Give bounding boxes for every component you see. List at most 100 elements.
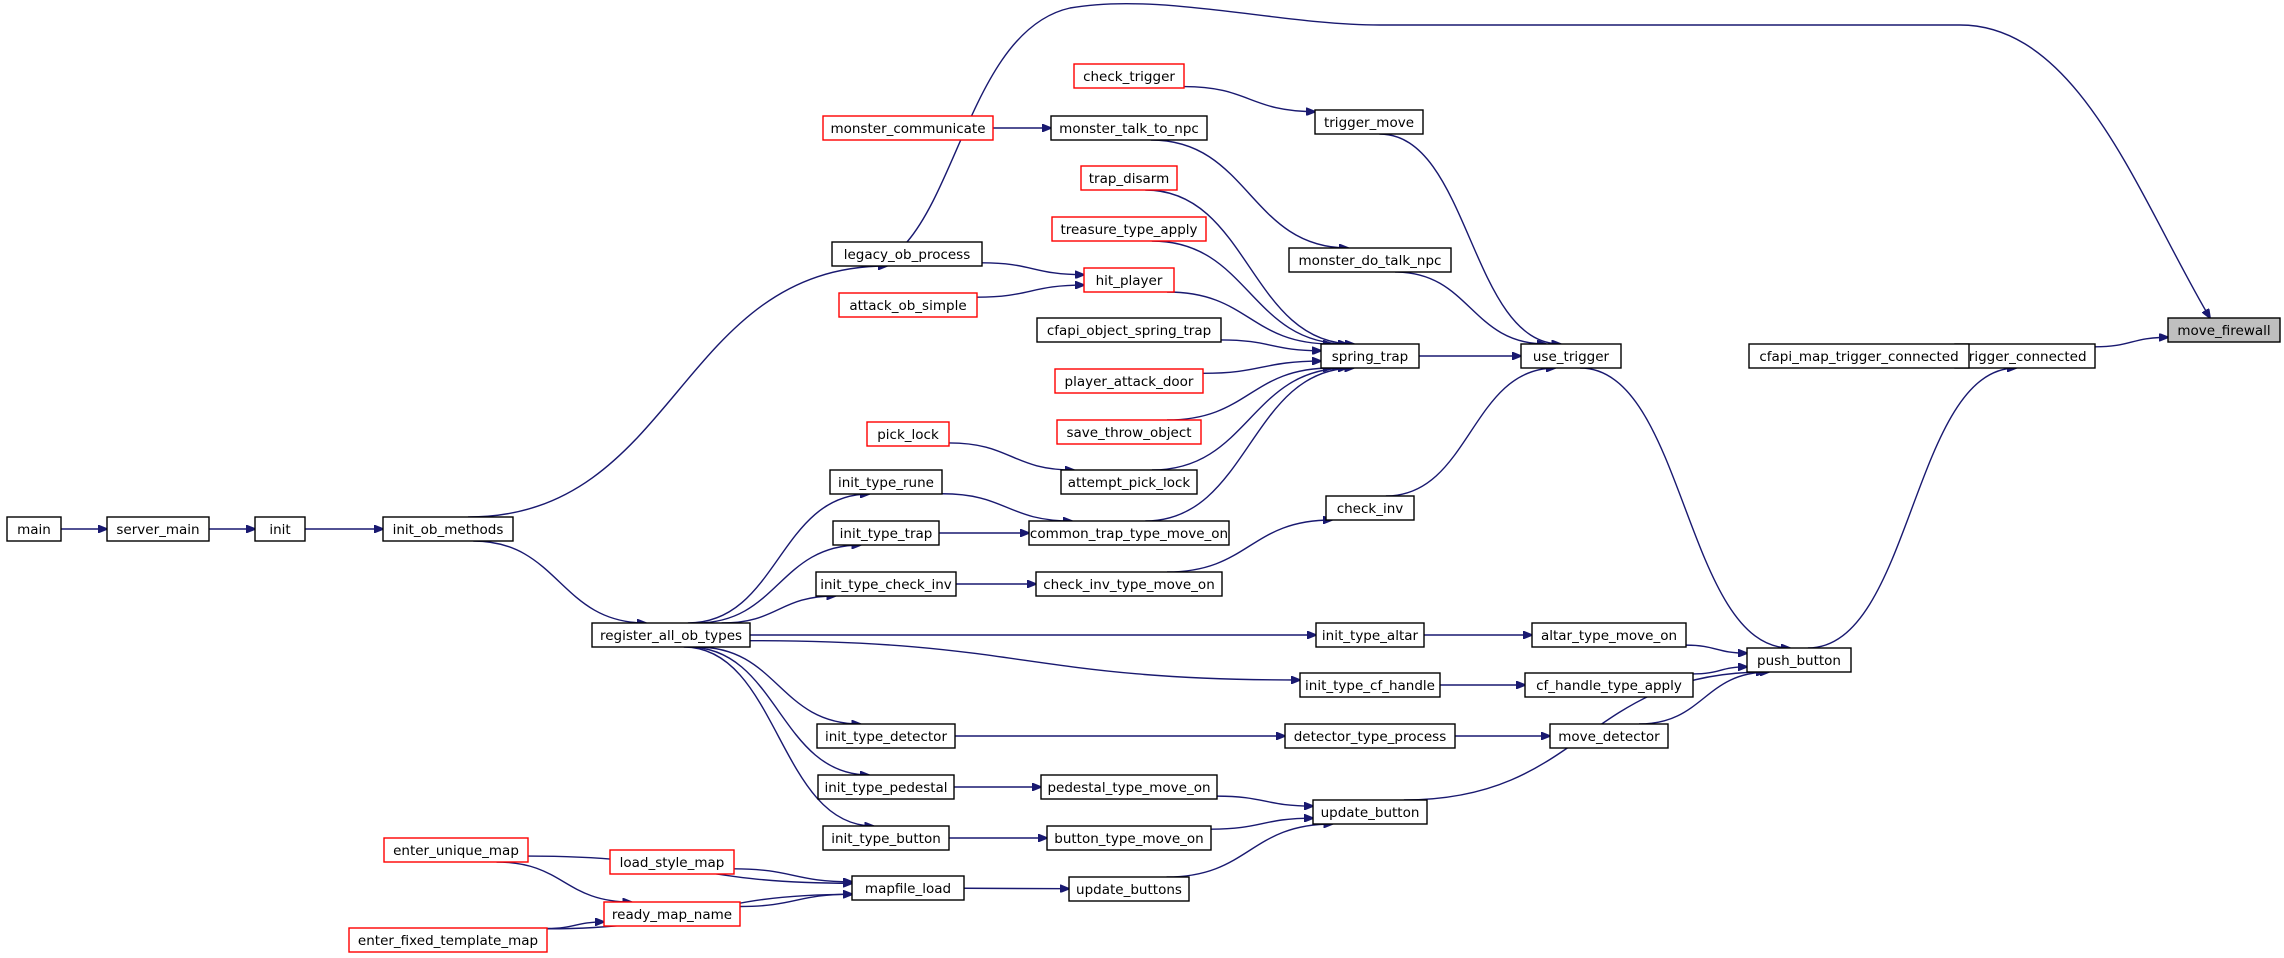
node-use_trigger[interactable]: use_trigger	[1520, 343, 1622, 369]
node-cf_handle_type_apply[interactable]: cf_handle_type_apply	[1524, 672, 1694, 698]
edge-button_type_move_on-to-update_button	[1210, 818, 1313, 830]
node-monster_do_talk_npc[interactable]: monster_do_talk_npc	[1288, 247, 1452, 273]
node-monster_communicate[interactable]: monster_communicate	[822, 115, 994, 141]
node-mapfile_load[interactable]: mapfile_load	[851, 875, 965, 901]
edge-update_buttons-to-update_button	[1166, 824, 1333, 878]
node-cfapi_map_trigger_connected[interactable]: cfapi_map_trigger_connected	[1748, 343, 1970, 369]
node-push_button[interactable]: push_button	[1746, 647, 1852, 673]
node-box	[383, 837, 529, 863]
node-box	[1314, 109, 1424, 135]
node-box	[6, 516, 62, 542]
node-ready_map_name[interactable]: ready_map_name	[603, 901, 741, 927]
node-monster_talk_to_npc[interactable]: monster_talk_to_npc	[1050, 115, 1208, 141]
edge-push_button-to-trigger_connected	[1807, 368, 2016, 649]
node-button_type_move_on[interactable]: button_type_move_on	[1046, 825, 1212, 851]
edge-register_all_ob_types-to-init_type_cf_handle	[749, 639, 1300, 680]
node-label: detector_type_process	[1294, 729, 1447, 745]
edge-register_all_ob_types-to-init_type_button	[683, 646, 874, 826]
node-box	[1080, 165, 1178, 191]
node-label: init_type_check_inv	[820, 577, 952, 593]
node-box	[816, 723, 956, 749]
node-box	[1315, 622, 1425, 648]
edge-hit_player-to-spring_trap	[1167, 291, 1332, 344]
node-label: server_main	[116, 522, 199, 538]
node-check_trigger[interactable]: check_trigger	[1073, 63, 1185, 89]
edge-save_throw_object-to-spring_trap	[1167, 368, 1332, 421]
node-spring_trap[interactable]: spring_trap	[1320, 343, 1420, 369]
node-label: ready_map_name	[612, 907, 732, 923]
node-init_type_check_inv[interactable]: init_type_check_inv	[815, 571, 957, 597]
node-box	[866, 421, 950, 447]
node-init[interactable]: init	[254, 516, 306, 542]
node-enter_fixed_template_map[interactable]: enter_fixed_template_map	[348, 927, 548, 953]
edge-register_all_ob_types-to-init_type_check_inv	[721, 596, 836, 624]
node-label: save_throw_object	[1066, 425, 1191, 441]
node-box	[1746, 647, 1852, 673]
node-legacy_ob_process[interactable]: legacy_ob_process	[831, 241, 983, 267]
node-label: init_type_rune	[838, 475, 934, 491]
node-init_type_detector[interactable]: init_type_detector	[816, 723, 956, 749]
node-box	[817, 774, 955, 800]
node-box	[1520, 343, 1622, 369]
edge-enter_unique_map-to-ready_map_name	[496, 861, 632, 902]
node-detector_type_process[interactable]: detector_type_process	[1284, 723, 1456, 749]
node-trigger_move[interactable]: trigger_move	[1314, 109, 1424, 135]
node-init_type_altar[interactable]: init_type_altar	[1315, 622, 1425, 648]
node-label: mapfile_load	[865, 881, 951, 897]
node-move_detector[interactable]: move_detector	[1549, 723, 1669, 749]
node-label: button_type_move_on	[1054, 831, 1203, 847]
node-label: update_buttons	[1076, 882, 1182, 898]
node-box	[1284, 723, 1456, 749]
node-box	[1035, 571, 1223, 597]
node-register_all_ob_types[interactable]: register_all_ob_types	[591, 622, 751, 648]
node-common_trap_type_move_on[interactable]: common_trap_type_move_on	[1028, 520, 1230, 546]
node-hit_player[interactable]: hit_player	[1083, 267, 1175, 293]
node-label: move_detector	[1558, 729, 1660, 745]
node-check_inv_type_move_on[interactable]: check_inv_type_move_on	[1035, 571, 1223, 597]
node-load_style_map[interactable]: load_style_map	[609, 849, 735, 875]
node-altar_type_move_on[interactable]: altar_type_move_on	[1531, 622, 1687, 648]
node-box	[591, 622, 751, 648]
node-attack_ob_simple[interactable]: attack_ob_simple	[838, 292, 978, 318]
edges-layer	[61, 2, 2210, 930]
node-label: pick_lock	[877, 427, 939, 443]
node-label: cfapi_map_trigger_connected	[1759, 349, 1958, 365]
edge-altar_type_move_on-to-push_button	[1685, 644, 1747, 653]
node-box	[1288, 247, 1452, 273]
node-init_type_cf_handle[interactable]: init_type_cf_handle	[1299, 672, 1441, 698]
node-update_button[interactable]: update_button	[1312, 799, 1428, 825]
node-player_attack_door[interactable]: player_attack_door	[1054, 368, 1204, 394]
node-label: attack_ob_simple	[849, 298, 966, 314]
node-label: player_attack_door	[1065, 374, 1194, 390]
edge-register_all_ob_types-to-init_type_detector	[696, 646, 861, 724]
node-box	[822, 115, 994, 141]
node-label: cfapi_object_spring_trap	[1047, 323, 1211, 339]
node-label: treasure_type_apply	[1060, 222, 1197, 238]
node-init_ob_methods[interactable]: init_ob_methods	[382, 516, 514, 542]
node-trap_disarm[interactable]: trap_disarm	[1080, 165, 1178, 191]
node-box	[1748, 343, 1970, 369]
edge-check_inv_type_move_on-to-check_inv	[1167, 520, 1332, 573]
node-box	[815, 571, 957, 597]
node-pedestal_type_move_on[interactable]: pedestal_type_move_on	[1040, 774, 1218, 800]
node-save_throw_object[interactable]: save_throw_object	[1056, 419, 1202, 445]
node-init_type_trap[interactable]: init_type_trap	[832, 520, 940, 546]
edge-register_all_ob_types-to-init_type_rune	[687, 494, 869, 624]
node-attempt_pick_lock[interactable]: attempt_pick_lock	[1060, 469, 1198, 495]
node-trigger_connected[interactable]: trigger_connected	[1954, 343, 2096, 369]
node-treasure_type_apply[interactable]: treasure_type_apply	[1051, 216, 1207, 242]
node-check_inv[interactable]: check_inv	[1325, 495, 1415, 521]
node-pick_lock[interactable]: pick_lock	[866, 421, 950, 447]
node-init_type_pedestal[interactable]: init_type_pedestal	[817, 774, 955, 800]
node-init_type_rune[interactable]: init_type_rune	[829, 469, 943, 495]
edge-check_inv-to-use_trigger	[1385, 368, 1555, 497]
node-enter_unique_map[interactable]: enter_unique_map	[383, 837, 529, 863]
node-label: push_button	[1757, 653, 1841, 669]
node-label: monster_communicate	[830, 121, 985, 137]
node-server_main[interactable]: server_main	[106, 516, 210, 542]
node-cfapi_object_spring_trap[interactable]: cfapi_object_spring_trap	[1036, 317, 1222, 343]
node-main[interactable]: main	[6, 516, 62, 542]
node-update_buttons[interactable]: update_buttons	[1068, 876, 1190, 902]
node-box	[1056, 419, 1202, 445]
node-init_type_button[interactable]: init_type_button	[822, 825, 950, 851]
